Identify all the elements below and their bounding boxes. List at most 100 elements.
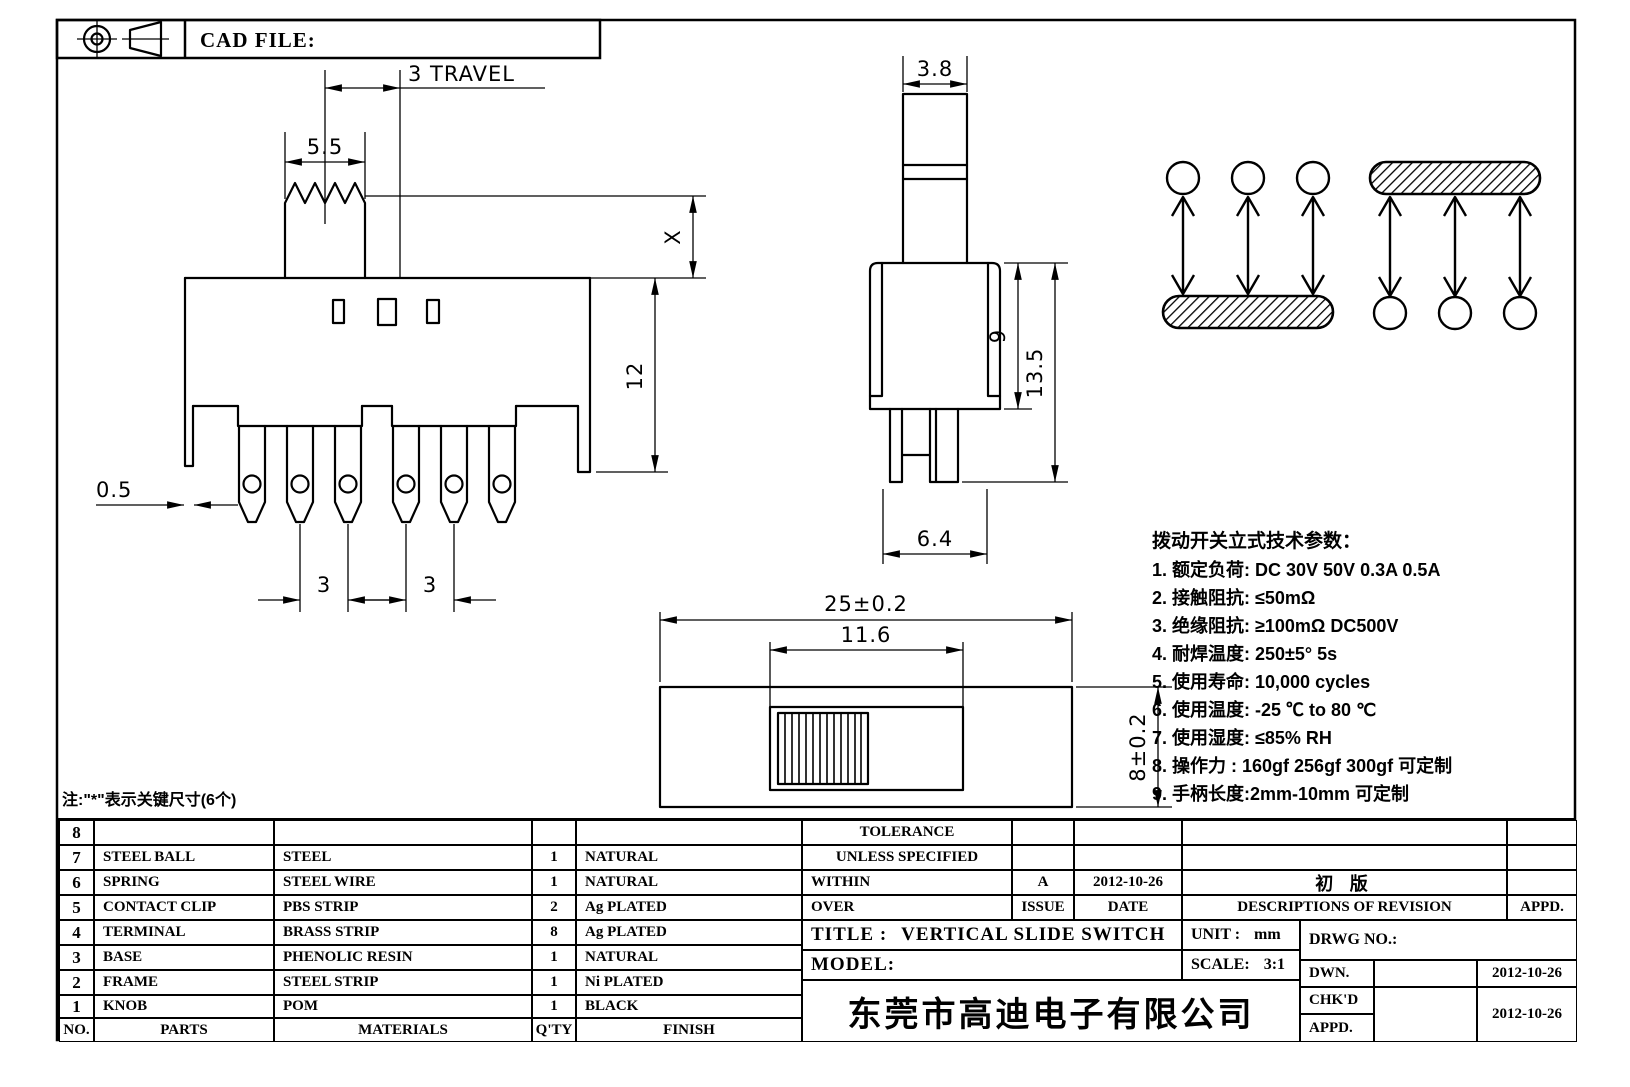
spec-title: 拨动开关立式技术参数：: [1152, 531, 1362, 552]
tolerance-line1: TOLERANCE: [802, 820, 1012, 845]
part-material: STEEL: [274, 845, 532, 870]
col-header-qty: Q'TY: [532, 1018, 576, 1042]
revision-issue-label: ISSUE: [1012, 895, 1074, 920]
part-finish: BLACK: [576, 995, 802, 1018]
company-name: 东莞市高迪电子有限公司: [802, 980, 1300, 1042]
scale-row: SCALE: 3:1: [1182, 950, 1300, 980]
part-no: 5: [59, 895, 94, 920]
part-name: SPRING: [94, 870, 274, 895]
part-material: STEEL STRIP: [274, 970, 532, 995]
spec-item: 6. 使用温度: -25 ℃ to 80 ℃: [1152, 700, 1377, 720]
dim-overall-length: 25±0.2: [824, 592, 908, 616]
drwg-no-label: DRWG NO.:: [1300, 920, 1577, 960]
spec-item: 4. 耐焊温度: 250±5° 5s: [1152, 644, 1338, 664]
part-material: BRASS STRIP: [274, 920, 532, 945]
title-row: TITLE : VERTICAL SLIDE SWITCH: [802, 920, 1182, 950]
spec-item: 8. 操作力 : 160gf 256gf 300gf 可定制: [1152, 756, 1453, 776]
col-header-parts: PARTS: [94, 1018, 274, 1042]
part-name: CONTACT CLIP: [94, 895, 274, 920]
revision-appd-label: APPD.: [1507, 895, 1577, 920]
part-qty: 1: [532, 845, 576, 870]
part-name: STEEL BALL: [94, 845, 274, 870]
dim-x: X: [661, 229, 685, 244]
projection-symbol: [77, 20, 169, 58]
revision-issue-value: A: [1012, 870, 1074, 895]
spec-item: 1. 额定负荷: DC 30V 50V 0.3A 0.5A: [1152, 560, 1441, 580]
front-view: [183, 181, 592, 524]
part-name: TERMINAL: [94, 920, 274, 945]
part-material: STEEL WIRE: [274, 870, 532, 895]
part-qty: 1: [532, 945, 576, 970]
revision-date-value: 2012-10-26: [1074, 870, 1182, 895]
part-material: PHENOLIC RESIN: [274, 945, 532, 970]
dim-knob-width: 5.5: [307, 135, 343, 159]
tolerance-over: OVER: [802, 895, 1012, 920]
scale-label: SCALE:: [1191, 956, 1250, 973]
part-name: KNOB: [94, 995, 274, 1018]
part-name: [94, 820, 274, 845]
part-no: 6: [59, 870, 94, 895]
model-label: MODEL:: [802, 950, 1182, 980]
side-view-dimensions: 3.8 6.4 9 13.5: [882, 56, 1068, 564]
part-finish: NATURAL: [576, 845, 802, 870]
part-finish: Ag PLATED: [576, 895, 802, 920]
dim-pitch-b: 3: [423, 573, 437, 597]
dim-pitch-a: 3: [317, 573, 331, 597]
front-view-dimensions: 3 TRAVEL 5.5 X 12 0.5 3 3: [96, 62, 706, 612]
schematic-position-2: [1368, 160, 1542, 331]
part-qty: 1: [532, 970, 576, 995]
dim-actuator-width: 3.8: [917, 57, 953, 81]
part-no: 8: [59, 820, 94, 845]
part-finish: NATURAL: [576, 870, 802, 895]
revision-date-label: DATE: [1074, 895, 1182, 920]
part-finish: Ni PLATED: [576, 970, 802, 995]
part-no: 3: [59, 945, 94, 970]
part-no: 4: [59, 920, 94, 945]
key-dimension-note: 注:"*"表示关键尺寸(6个): [62, 792, 237, 809]
dim-body-height: 9: [986, 329, 1010, 343]
cad-file-label: CAD FILE:: [200, 28, 316, 52]
part-qty: 1: [532, 870, 576, 895]
tolerance-within: WITHIN: [802, 870, 1012, 895]
part-qty: [532, 820, 576, 845]
spec-item: 7. 使用湿度: ≤85% RH: [1152, 728, 1332, 748]
spec-item: 9. 手柄长度:2mm-10mm 可定制: [1152, 784, 1410, 804]
dim-total-height: 13.5: [1023, 348, 1047, 399]
revision-empty: [1074, 820, 1182, 845]
part-material: [274, 820, 532, 845]
part-finish: Ag PLATED: [576, 920, 802, 945]
revision-description-label: DESCRIPTIONS OF REVISION: [1182, 895, 1507, 920]
title-label: TITLE :: [811, 924, 888, 945]
side-view: [868, 92, 1002, 484]
dim-body-width: 6.4: [917, 527, 953, 551]
chkd-appd-name: [1374, 987, 1477, 1042]
spec-item: 3. 绝缘阻抗: ≥100mΩ DC500V: [1152, 616, 1399, 636]
part-finish: NATURAL: [576, 945, 802, 970]
part-no: 7: [59, 845, 94, 870]
dwn-name: [1374, 960, 1477, 987]
chkd-label: CHK'D: [1300, 987, 1374, 1014]
part-no: 2: [59, 970, 94, 995]
dim-frame-height: 12: [623, 362, 647, 391]
dim-overall-width: 8±0.2: [1126, 712, 1150, 781]
part-finish: [576, 820, 802, 845]
dim-slot-length: 11.6: [841, 623, 892, 647]
part-name: FRAME: [94, 970, 274, 995]
col-header-no: NO.: [59, 1018, 94, 1042]
appd-label: APPD.: [1300, 1014, 1374, 1042]
title-block-table: 8 7 STEEL BALL STEEL 1 NATURAL 6 SPRING …: [57, 818, 1577, 1042]
revision-description-value: 初 版: [1182, 870, 1507, 895]
spec-list: 拨动开关立式技术参数： 1. 额定负荷: DC 30V 50V 0.3A 0.5…: [1152, 528, 1592, 808]
revision-empty: [1012, 845, 1074, 870]
part-name: BASE: [94, 945, 274, 970]
part-qty: 2: [532, 895, 576, 920]
part-qty: 1: [532, 995, 576, 1018]
revision-empty: [1507, 820, 1577, 845]
tolerance-line2: UNLESS SPECIFIED: [802, 845, 1012, 870]
unit-value: mm: [1254, 926, 1281, 943]
part-no: 1: [59, 995, 94, 1018]
title-value: VERTICAL SLIDE SWITCH: [901, 924, 1166, 945]
appd-date: 2012-10-26: [1477, 987, 1577, 1042]
